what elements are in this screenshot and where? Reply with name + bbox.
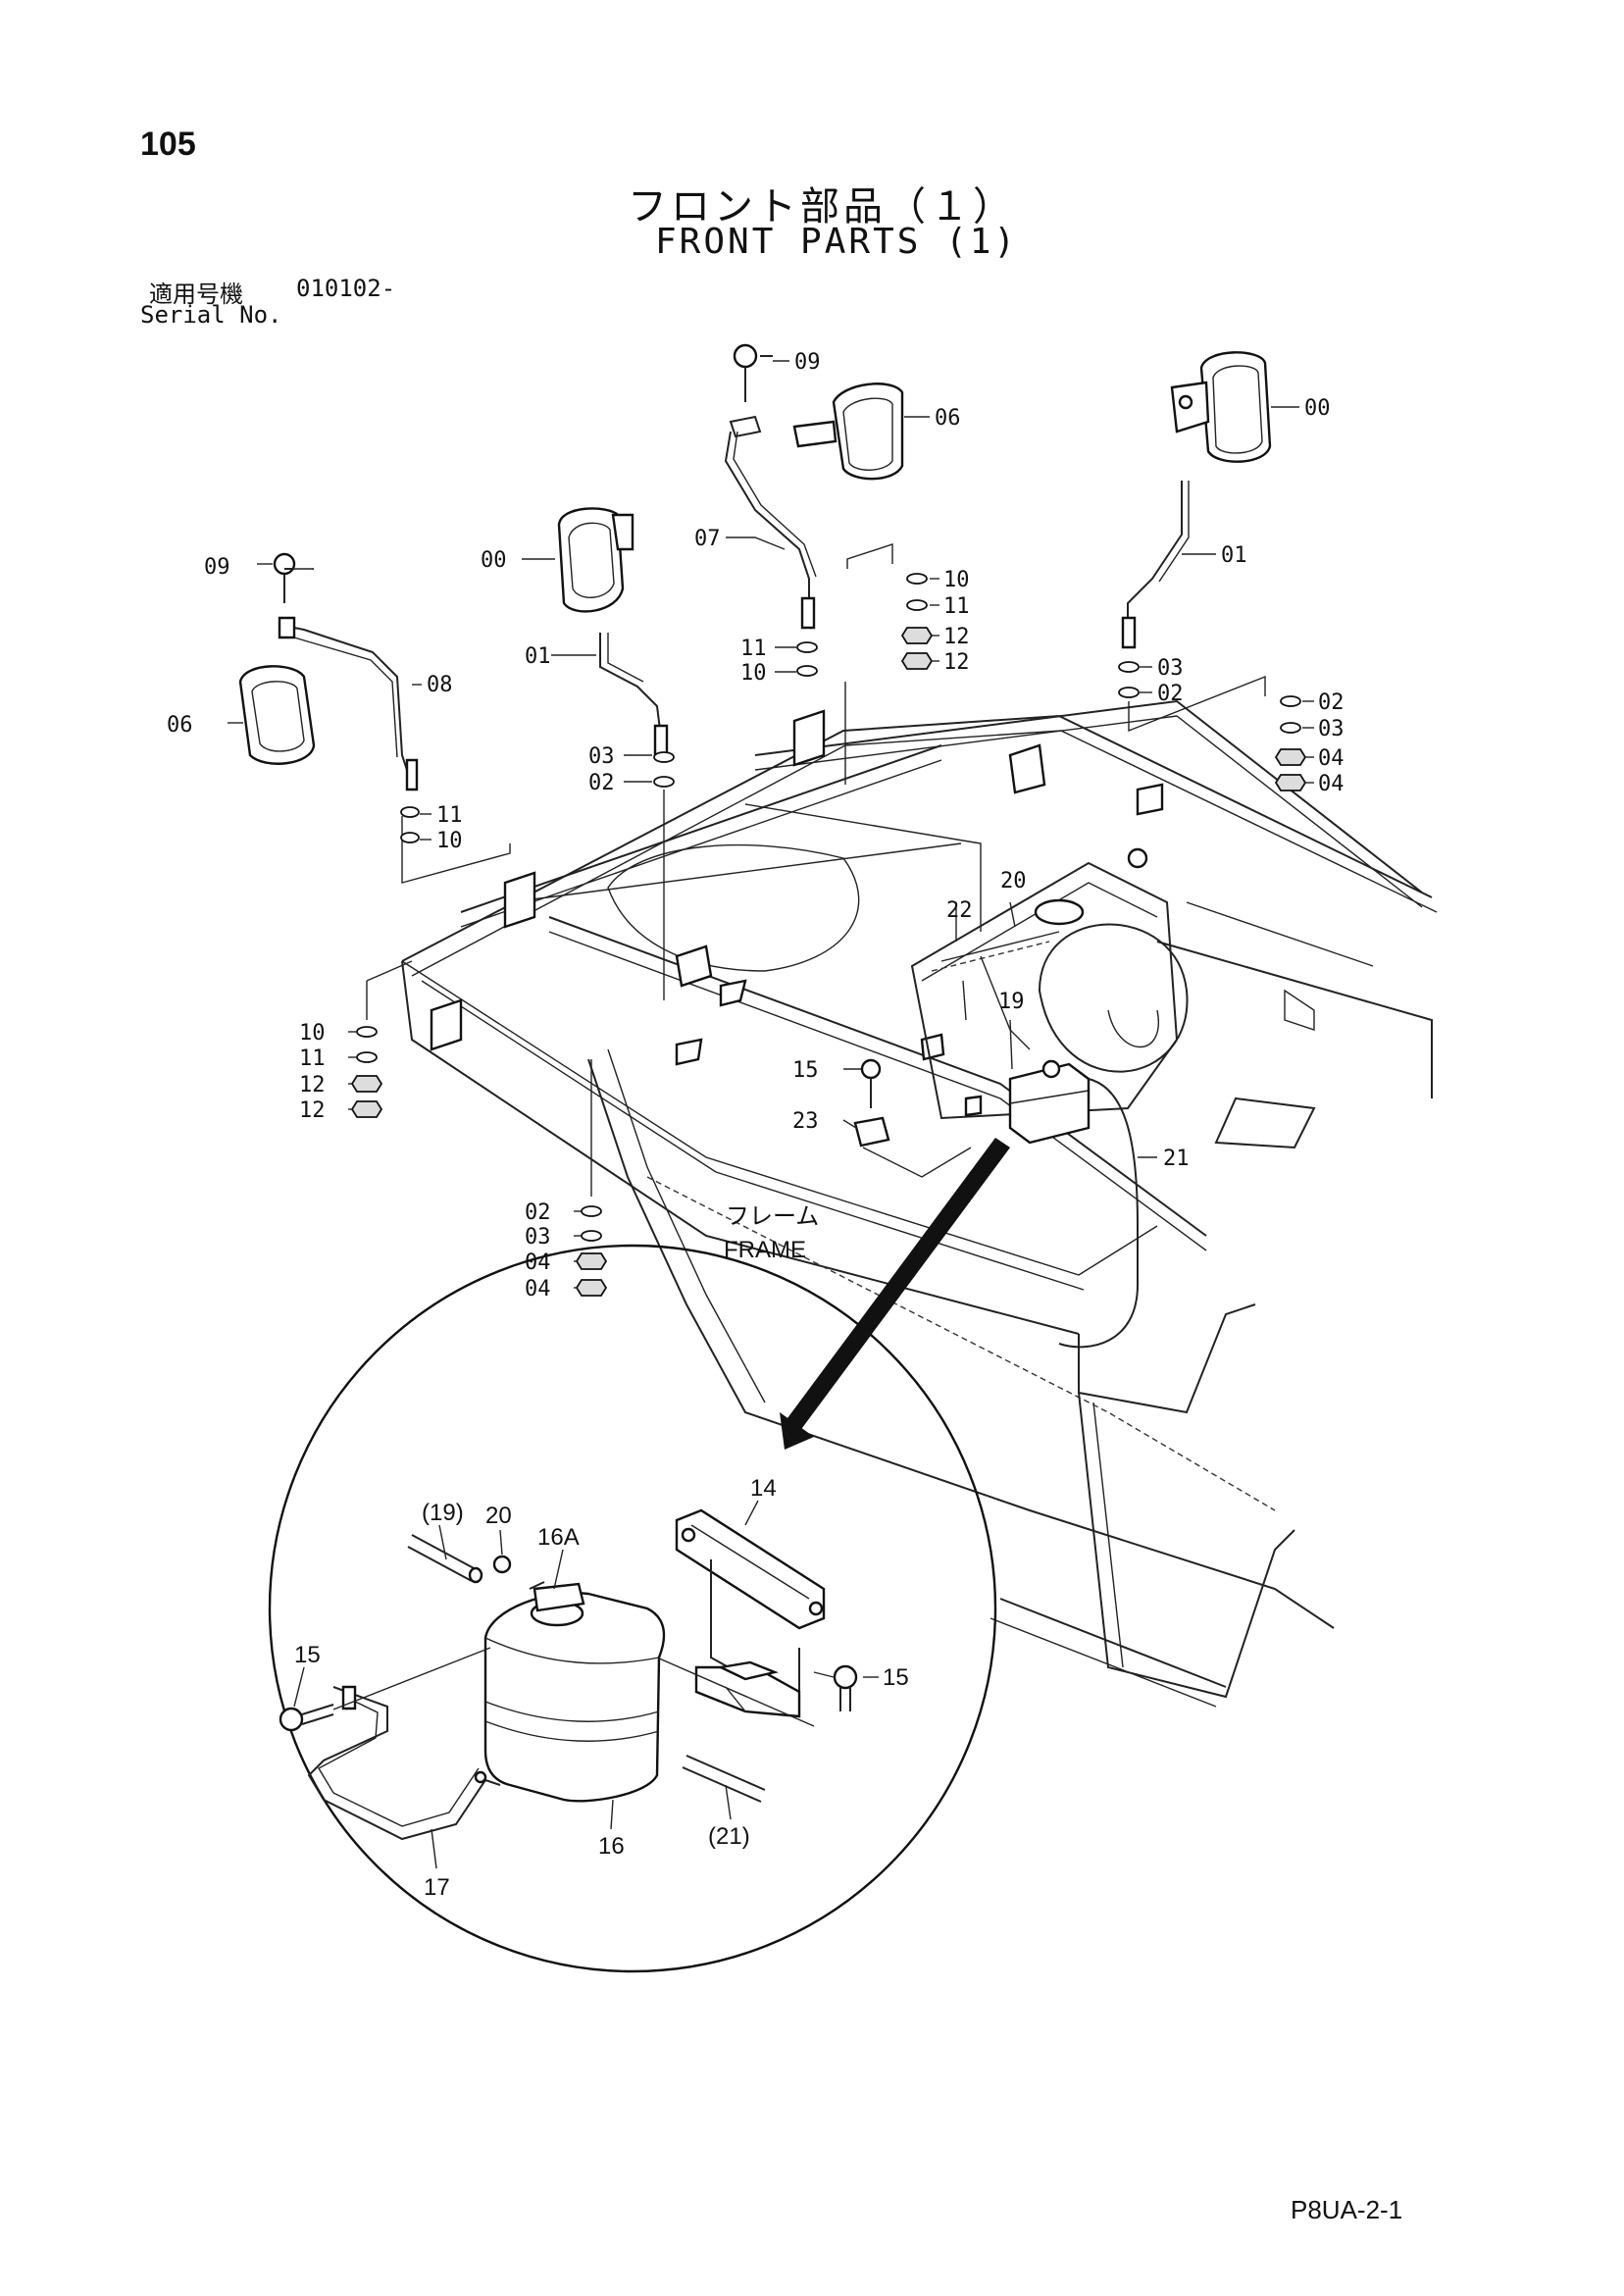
page-number: 105: [140, 126, 196, 163]
detail-callout-15-left: 15: [294, 1642, 321, 1668]
callout-leaders: [228, 360, 1314, 1869]
callout-left-stack-3: 12: [299, 1073, 326, 1097]
callout-15-main: 15: [792, 1058, 819, 1083]
callout-20-main: 20: [1000, 869, 1027, 893]
callout-02-center-left: 02: [588, 771, 615, 795]
callout-11-left: 11: [436, 803, 463, 828]
callout-right-stack-4: 04: [1318, 772, 1345, 796]
callout-21-main: 21: [1163, 1147, 1190, 1171]
document-code: P8UA-2-1: [1291, 2195, 1403, 2224]
callout-06-left: 06: [167, 713, 193, 738]
detail-callout-20: 20: [485, 1503, 512, 1529]
callout-center-stack-1: 10: [943, 568, 970, 592]
left-mirror-assembly: [238, 552, 511, 884]
frame-label-jp: フレーム: [726, 1203, 819, 1230]
serial-number: 010102-: [296, 275, 396, 302]
center-mirror-assembly: [724, 343, 934, 785]
callout-10-left: 10: [436, 829, 463, 853]
callout-03-right: 03: [1157, 656, 1184, 681]
callout-bottom-stack-1: 02: [525, 1200, 551, 1225]
center-left-mirror-assembly: [557, 507, 675, 1000]
bottom-washer-stack: [575, 1059, 608, 1297]
page-title-jp: フロント部品（１）: [628, 184, 1016, 230]
callout-left-stack-4: 12: [299, 1098, 326, 1123]
callout-02-right: 02: [1157, 682, 1184, 706]
tank-area-parts: [853, 901, 1031, 1178]
reservoir-detail-view: [268, 1244, 997, 1973]
callout-bottom-stack-2: 03: [525, 1225, 551, 1250]
callout-19-main: 19: [998, 990, 1025, 1014]
detail-callout-16: 16: [598, 1833, 625, 1860]
callout-07: 07: [694, 527, 721, 551]
left-washer-stack: [350, 960, 413, 1118]
callout-right-stack-2: 03: [1318, 717, 1345, 741]
frame-label-en: FRAME: [724, 1237, 806, 1263]
detail-callout-17: 17: [424, 1874, 450, 1901]
callout-01-right: 01: [1221, 543, 1247, 568]
callout-22: 22: [946, 898, 973, 923]
callout-23: 23: [792, 1109, 819, 1134]
right-mirror-assembly: [1118, 351, 1307, 791]
callout-right-stack-3: 04: [1318, 746, 1345, 771]
callout-bottom-stack-4: 04: [525, 1277, 551, 1301]
callout-00-right: 00: [1304, 396, 1331, 421]
callout-00-center-left: 00: [481, 548, 507, 573]
detail-callout-15-right: 15: [883, 1664, 909, 1691]
callout-center-stack-3: 12: [943, 625, 970, 649]
callout-11-center: 11: [740, 637, 767, 661]
callout-right-stack-1: 02: [1318, 690, 1345, 715]
callout-09-center: 09: [794, 350, 821, 375]
detail-callout-19: (19): [422, 1500, 464, 1526]
callout-10-center: 10: [740, 661, 767, 686]
machine-frame: [401, 699, 1438, 1708]
callout-center-stack-2: 11: [943, 594, 970, 619]
detail-callout-21: (21): [708, 1823, 750, 1850]
callout-bottom-stack-3: 04: [525, 1250, 551, 1275]
callout-06-center: 06: [935, 406, 961, 431]
callout-09-left: 09: [204, 555, 230, 580]
detail-callout-14: 14: [750, 1475, 777, 1502]
callout-01-center-left: 01: [525, 644, 551, 669]
callout-labels: 09 06 08 11 10 00 01 03 02 09 06 07 11 1…: [167, 350, 1345, 1901]
callout-left-stack-2: 11: [299, 1046, 326, 1071]
callout-left-stack-1: 10: [299, 1021, 326, 1046]
callout-03-center-left: 03: [588, 744, 615, 769]
detail-callout-16a: 16A: [537, 1524, 580, 1551]
page-title-en: FRONT PARTS (1): [655, 222, 1019, 262]
callout-center-stack-4: 12: [943, 650, 970, 675]
serial-label-jp: 適用号機: [149, 281, 243, 308]
callout-08: 08: [427, 673, 453, 697]
serial-label-en: Serial No.: [140, 301, 282, 329]
